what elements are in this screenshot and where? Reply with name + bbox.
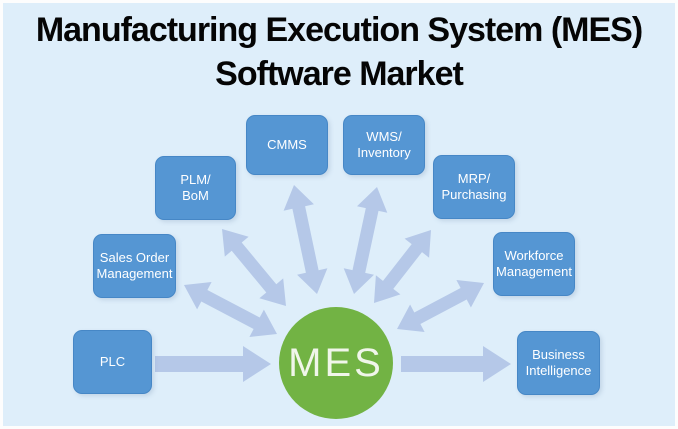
node-wms-inventory: WMS/ Inventory	[343, 115, 425, 175]
page-title-line2: Software Market	[215, 54, 464, 93]
mes-center-label: MES	[288, 340, 384, 385]
arrow-mes-wms	[343, 187, 388, 294]
node-business-intelligence: Business Intelligence	[517, 331, 600, 395]
node-mrp-purchasing: MRP/ Purchasing	[433, 155, 515, 219]
arrow-mes-mrp	[374, 230, 431, 303]
node-cmms: CMMS	[246, 115, 328, 175]
page-title: Manufacturing Execution System (MES) Sof…	[3, 9, 675, 96]
arrow-mes-cmms	[283, 185, 328, 294]
arrow-mes-workforce	[397, 280, 484, 332]
page-title-line1: Manufacturing Execution System (MES)	[35, 11, 643, 49]
arrow-plc-to-mes	[155, 346, 271, 382]
node-sales-order-management: Sales Order Management	[93, 234, 176, 298]
arrow-layer	[155, 185, 511, 382]
node-workforce-management: Workforce Management	[493, 232, 575, 296]
arrow-mes-sales-order	[184, 282, 277, 337]
mes-center-circle: MES	[279, 307, 393, 419]
arrow-mes-to-bi	[401, 346, 511, 382]
node-plm-bom: PLM/ BoM	[155, 156, 236, 220]
node-plc: PLC	[73, 330, 152, 394]
arrow-mes-plm-bom	[222, 229, 286, 306]
